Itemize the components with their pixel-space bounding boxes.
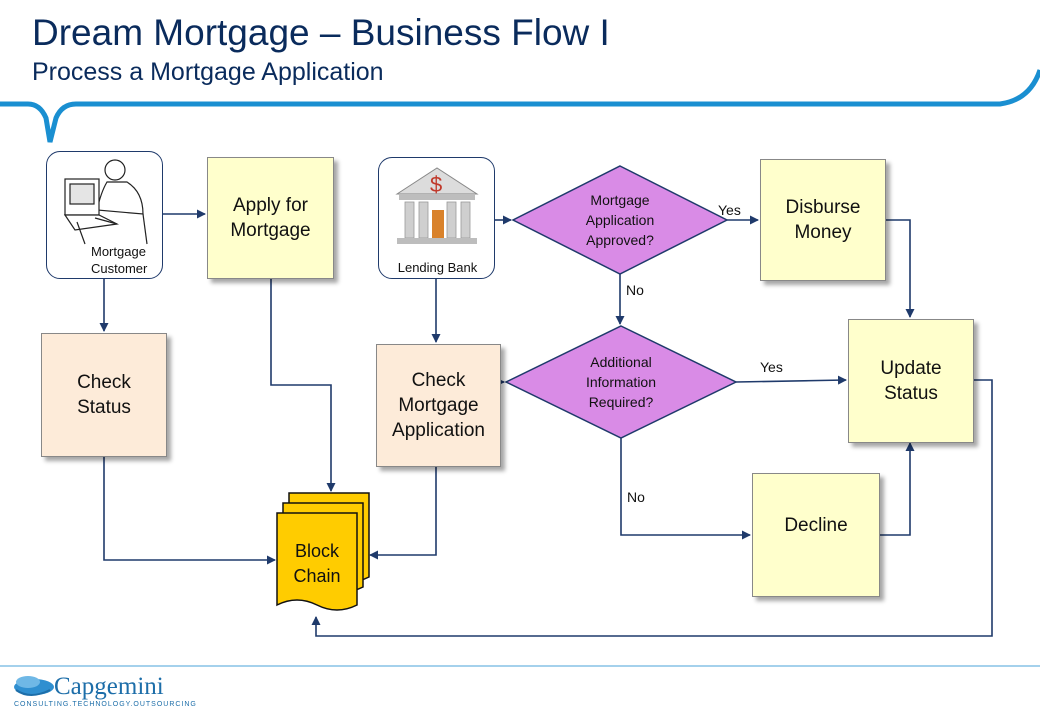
decline-node: Decline (752, 473, 880, 597)
capgemini-logo-icon (14, 676, 54, 696)
blockchain-label: Block Chain (293, 541, 341, 586)
edge-label-approved-no: No (626, 282, 644, 298)
decline-label: Decline (784, 514, 848, 536)
edge-update-blockchain (311, 379, 993, 637)
capgemini-logo: Capgemini (54, 673, 164, 700)
edge-additional-update (735, 375, 847, 385)
disburse-node: Disburse Money (760, 159, 886, 281)
bank-dollar-symbol: $ (430, 172, 443, 197)
decision-approved-label: Mortgage Application Approved? (585, 192, 655, 248)
customer-person-icon (63, 159, 148, 245)
customer-label: Mortgage Customer (91, 244, 148, 276)
blockchain-shape (276, 492, 370, 611)
check-application-node: Check Mortgage Application (376, 344, 501, 467)
check-application-label: Check Mortgage Application (392, 370, 485, 441)
edge-apply-blockchain (270, 279, 336, 492)
disburse-label: Disburse Money (785, 197, 861, 243)
check-status-node: Check Status (41, 333, 167, 457)
edge-label-approved-yes: Yes (718, 202, 741, 218)
customer-node: Mortgage Customer (46, 151, 163, 279)
check-status-label: Check Status (77, 372, 131, 418)
decision-additional-label: Additional Information Required? (585, 354, 657, 410)
apply-node: Apply for Mortgage (207, 157, 334, 279)
capgemini-tagline: CONSULTING.TECHNOLOGY.OUTSOURCING (14, 701, 197, 708)
header-divider (0, 69, 1040, 143)
edge-decline-update (880, 442, 915, 536)
bank-node: $ Lending Bank (378, 157, 495, 279)
edge-checkstatus-blockchain (103, 457, 276, 565)
update-status-node: Update Status (848, 319, 974, 443)
edge-checkapp-blockchain (369, 467, 437, 560)
edge-label-additional-yes: Yes (760, 359, 783, 375)
page-subtitle: Process a Mortgage Application (32, 58, 384, 86)
apply-label: Apply for Mortgage (230, 195, 311, 241)
bank-label: Lending Bank (397, 260, 478, 275)
edge-disburse-update (886, 219, 915, 318)
update-status-label: Update Status (880, 358, 942, 404)
edge-label-additional-no: No (627, 489, 645, 505)
bank-icon (395, 167, 479, 244)
edge-additional-decline (620, 438, 751, 540)
page-title: Dream Mortgage – Business Flow I (32, 12, 610, 53)
